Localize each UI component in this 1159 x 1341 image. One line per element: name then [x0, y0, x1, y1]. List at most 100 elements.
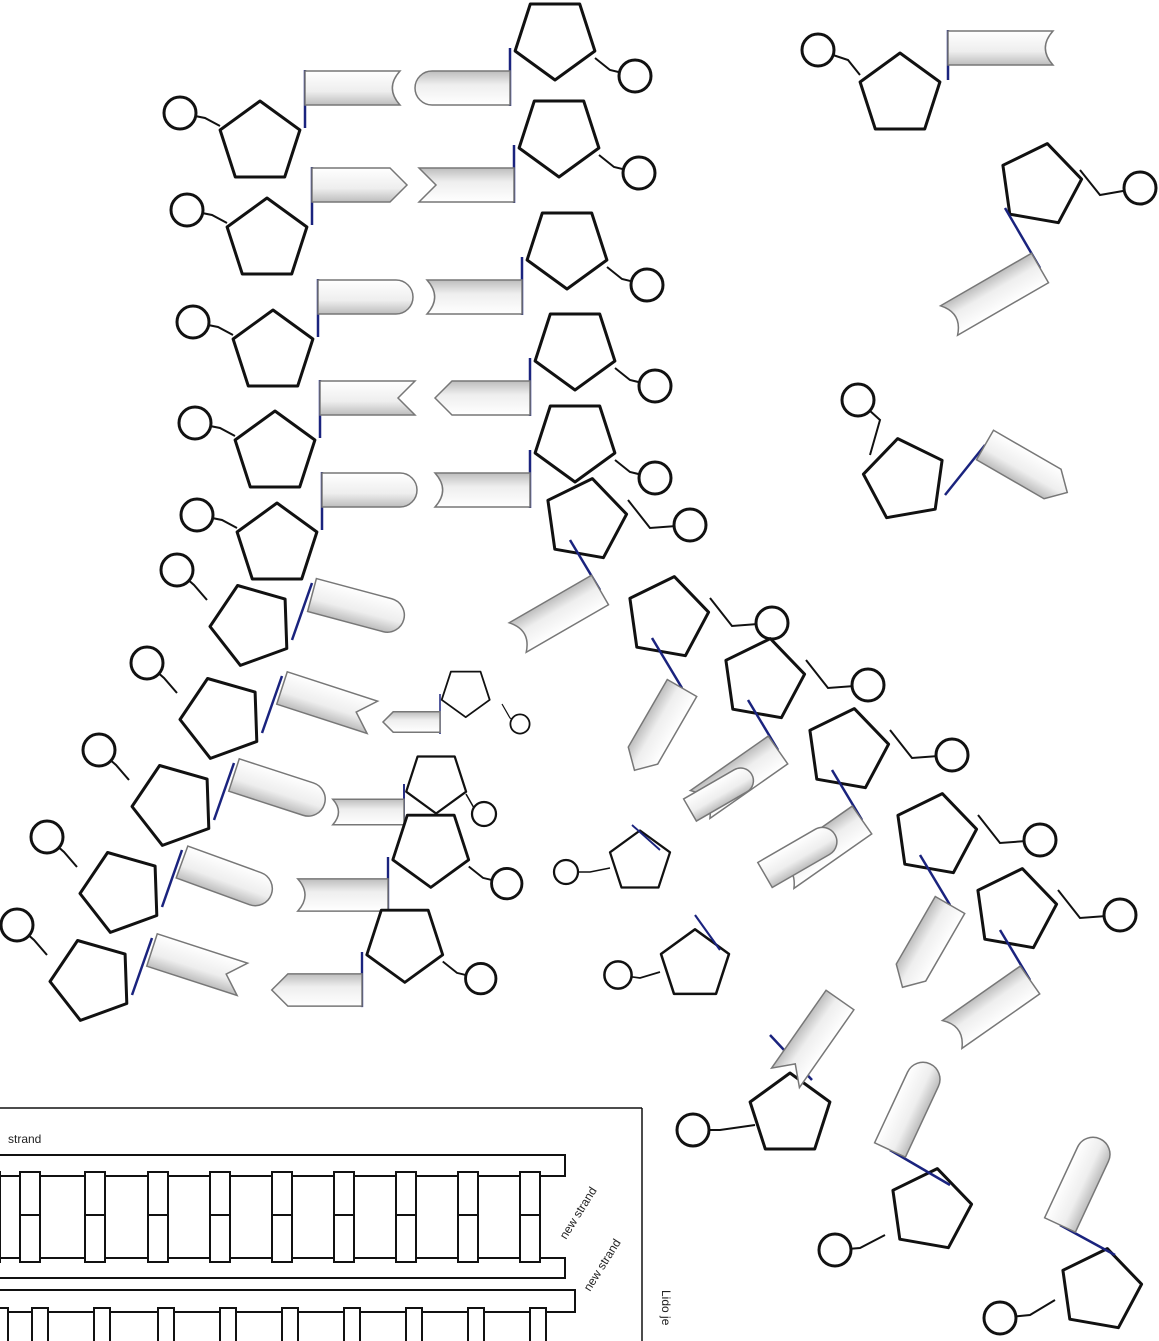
phosphate-circle [131, 647, 163, 679]
strand-label: strand [8, 1132, 41, 1146]
nitrogen-base [272, 974, 362, 1006]
phosphate-circle [181, 499, 213, 531]
sugar-ring [180, 679, 257, 759]
phosphate-circle [639, 370, 671, 402]
nitrogen-base [419, 168, 514, 202]
nitrogen-base [320, 381, 415, 415]
sugar-ring [535, 406, 615, 482]
sugar-ring [750, 1073, 830, 1149]
ladder-rung [282, 1308, 298, 1341]
phosphate-circle [619, 60, 651, 92]
nitrogen-base [435, 381, 530, 415]
ladder-rung [32, 1308, 48, 1341]
nitrogen-base [875, 1057, 946, 1157]
sugar-ring [50, 941, 127, 1021]
phosphate-circle [674, 509, 706, 541]
sugar-ring [726, 639, 805, 718]
nitrogen-base [509, 575, 608, 652]
nucleotide [164, 70, 400, 177]
phosphate-circle [1124, 172, 1156, 204]
sugar-ring [406, 757, 466, 814]
phosphate-circle [984, 1302, 1016, 1334]
phosphate-circle [554, 860, 578, 884]
nucleotide [554, 763, 758, 887]
nucleotide [842, 384, 1076, 518]
nitrogen-base [305, 71, 400, 105]
nitrogen-base [312, 168, 407, 202]
ladder-rung [85, 1172, 105, 1262]
nucleotides-layer [1, 4, 1156, 1334]
sugar-ring [1063, 1249, 1142, 1328]
side-text: Lido je [659, 1290, 673, 1326]
ladder-rung [530, 1308, 546, 1341]
nitrogen-base [318, 280, 413, 314]
phosphate-circle [83, 734, 115, 766]
nitrogen-base [147, 934, 248, 996]
sugar-ring [132, 766, 209, 846]
nucleotide [942, 869, 1136, 1049]
nucleotide [171, 167, 407, 274]
ladder-rung [272, 1172, 292, 1262]
phosphate-circle [852, 669, 884, 701]
phosphate-circle [1, 909, 33, 941]
sugar-ring [548, 479, 627, 558]
sugar-ring [1003, 144, 1082, 223]
nucleotide [383, 672, 530, 734]
glycosidic-bond [945, 445, 985, 495]
nucleotide [435, 314, 671, 416]
phosphate-circle [472, 802, 496, 826]
phosphate-circle [631, 269, 663, 301]
phosphate-circle [177, 306, 209, 338]
phosphate-circle [31, 821, 63, 853]
nucleotide [984, 1132, 1142, 1334]
ladder-rung [396, 1172, 416, 1262]
nitrogen-base [308, 579, 409, 636]
sugar-ring [893, 1169, 972, 1248]
nitrogen-base [229, 759, 330, 821]
sugar-ring [220, 101, 300, 177]
sugar-ring [978, 869, 1057, 948]
nucleotide [298, 815, 522, 912]
phosphate-circle [639, 462, 671, 494]
phosphate-circle [161, 554, 193, 586]
nucleotide [802, 30, 1053, 129]
sugar-ring [515, 4, 595, 80]
phosphate-circle [819, 1234, 851, 1266]
new-strand-label-2: new strand [581, 1236, 624, 1293]
phosphate-circle [936, 739, 968, 771]
nucleotide [415, 4, 651, 106]
sugar-ring [235, 411, 315, 487]
ladder-rung [406, 1308, 422, 1341]
nitrogen-base [948, 31, 1053, 65]
ladder-box: strand new strand new strand Lido je [0, 1108, 673, 1341]
phosphate-circle [492, 868, 522, 898]
ladder-rung [158, 1308, 174, 1341]
ladder-rung [520, 1172, 540, 1262]
ladder-rung [334, 1172, 354, 1262]
sugar-ring [630, 577, 709, 656]
sugar-ring [227, 198, 307, 274]
phosphate-circle [179, 407, 211, 439]
nitrogen-base [942, 966, 1039, 1048]
sugar-ring [610, 831, 670, 888]
phosphate-circle [802, 34, 834, 66]
ladder-rung [20, 1172, 40, 1262]
nucleotide [819, 1057, 972, 1266]
nucleotide [677, 990, 854, 1149]
sugar-ring [233, 310, 313, 386]
nitrogen-base [383, 712, 440, 732]
sugar-ring [527, 213, 607, 289]
ladder-rung [220, 1308, 236, 1341]
nitrogen-base [435, 473, 530, 507]
nucleotide [179, 380, 415, 487]
nitrogen-base [888, 897, 965, 996]
sugar-ring [237, 503, 317, 579]
phosphate-circle [604, 961, 631, 988]
ladder-rung [0, 1308, 8, 1341]
nucleotide [272, 910, 496, 1007]
nitrogen-base [176, 846, 277, 910]
sugar-ring [519, 101, 599, 177]
nitrogen-base [415, 71, 510, 105]
nitrogen-base [333, 799, 404, 825]
